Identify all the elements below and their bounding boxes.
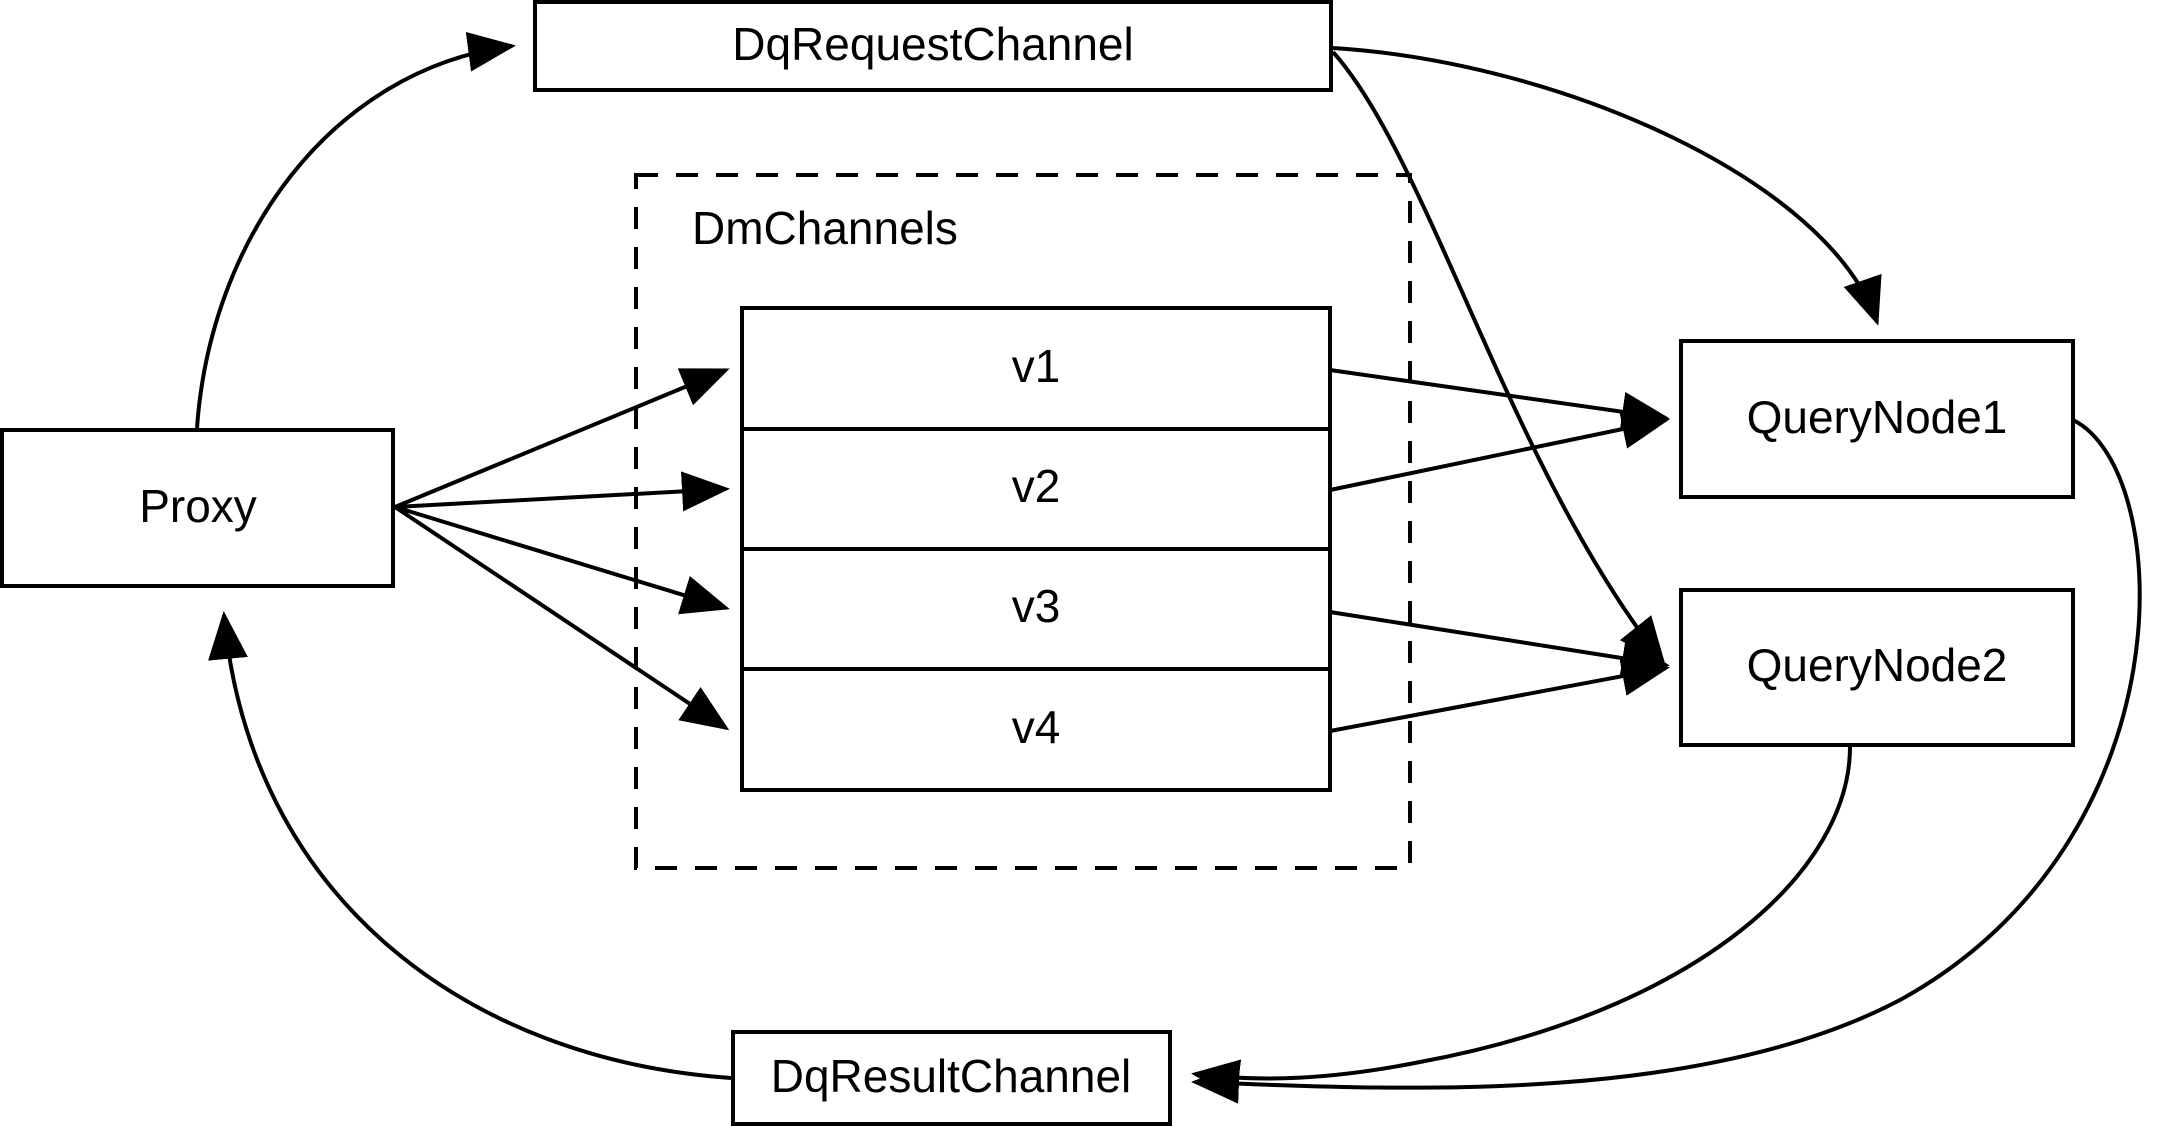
node-query-node-2[interactable]: QueryNode2 <box>1679 588 2075 747</box>
edge-dq-request-channel-to-query-node-1 <box>1332 46 1882 326</box>
channel-row-v3[interactable]: v3 <box>1012 580 1061 632</box>
edge-v3-to-query-node-2 <box>1329 610 1670 678</box>
node-proxy-label: Proxy <box>139 480 257 532</box>
node-proxy-rect[interactable] <box>0 428 395 588</box>
dm-channels-group-border <box>634 173 1412 870</box>
channel-row-v4[interactable]: v4 <box>1012 701 1061 753</box>
channels-to-query-nodes-edges <box>1329 368 1670 733</box>
channel-row-v2[interactable]: v2 <box>1012 460 1061 512</box>
node-query-node-2-rect[interactable] <box>1679 588 2075 747</box>
edge-dq-request-channel-to-query-node-2 <box>1331 50 1666 666</box>
edge-query-node-1-to-dq-result-channel <box>1191 418 2142 1104</box>
edge-proxy-to-dq-request-channel <box>195 31 516 429</box>
node-dq-result-channel-rect[interactable] <box>731 1030 1172 1126</box>
channel-row-v1[interactable]: v1 <box>1012 340 1061 392</box>
node-query-node-1[interactable]: QueryNode1 <box>1679 339 2075 499</box>
edge-proxy-to-v4 <box>393 505 730 731</box>
node-query-node-1-rect[interactable] <box>1679 339 2075 499</box>
node-dq-result-channel-label: DqResultChannel <box>771 1050 1132 1102</box>
channel-table: v1 v2 v3 v4 <box>740 306 1332 792</box>
edge-proxy-to-v2 <box>394 471 730 512</box>
node-dq-request-channel[interactable]: DqRequestChannel <box>533 0 1333 92</box>
node-dq-result-channel[interactable]: DqResultChannel <box>731 1030 1172 1126</box>
node-dq-request-channel-label: DqRequestChannel <box>732 18 1134 70</box>
node-dq-request-channel-rect[interactable] <box>533 0 1333 92</box>
edge-query-node-2-to-dq-result-channel <box>1191 746 1852 1100</box>
dm-channels-group-label: DmChannels <box>692 202 958 254</box>
edge-proxy-to-v3 <box>394 505 730 615</box>
node-query-node-2-label: QueryNode2 <box>1747 639 2008 691</box>
edge-v2-to-query-node-1 <box>1329 409 1670 492</box>
node-query-node-1-label: QueryNode1 <box>1747 391 2008 443</box>
edge-proxy-to-v1 <box>394 368 730 509</box>
edge-dq-result-channel-to-proxy <box>208 611 732 1080</box>
dm-channels-group: DmChannels <box>634 173 1412 870</box>
edge-v4-to-query-node-2 <box>1329 656 1670 733</box>
node-proxy[interactable]: Proxy <box>0 428 395 588</box>
proxy-to-channels-edges <box>393 368 730 731</box>
edge-v1-to-query-node-1 <box>1329 368 1670 432</box>
